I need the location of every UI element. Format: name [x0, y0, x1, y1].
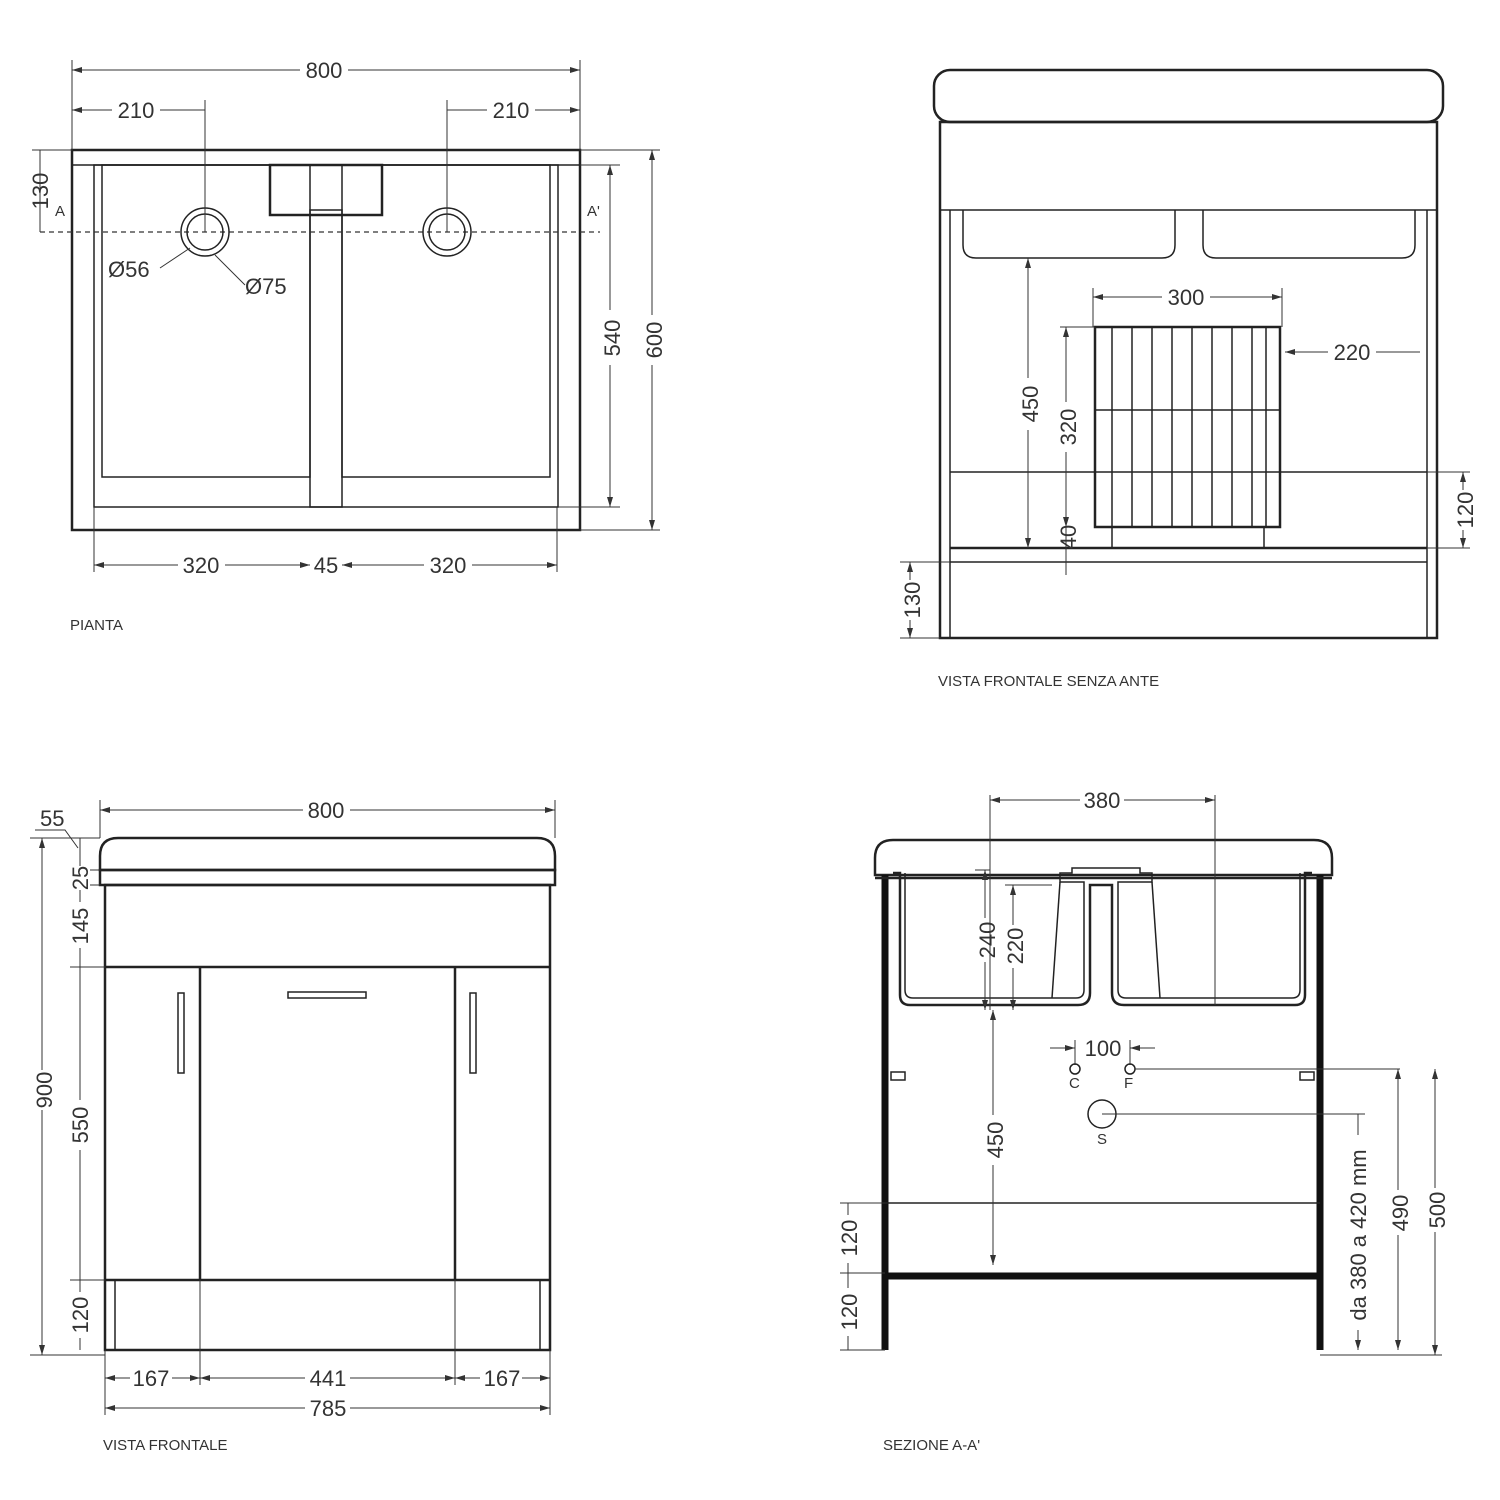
dim-basket-feet: 40 [1056, 525, 1081, 549]
dim-basin-to-bar: 450 [983, 1122, 1008, 1159]
door-handle-right [469, 992, 477, 1074]
door-handle-left [177, 992, 185, 1074]
section-mark-a: A [55, 203, 65, 220]
label-s: S [1097, 1131, 1107, 1148]
caption-section: SEZIONE A-A' [883, 1437, 980, 1454]
dim-body-width: 785 [310, 1396, 347, 1421]
dim-width: 800 [308, 798, 345, 823]
dim-drain-range: da 380 a 420 mm [1346, 1149, 1371, 1320]
dim-width: 800 [306, 58, 343, 83]
caption-front-no-doors: VISTA FRONTALE SENZA ANTE [938, 673, 1159, 690]
dim-under-basin: 450 [1018, 386, 1043, 423]
caption-front: VISTA FRONTALE [103, 1437, 227, 1454]
dim-basin-inner-depth: 220 [1003, 928, 1028, 965]
dim-plinth: 130 [900, 582, 925, 619]
section-mark-a2: A' [587, 203, 600, 220]
dim-tap-spacing: 100 [1085, 1036, 1122, 1061]
dim-basket-width: 300 [1168, 285, 1205, 310]
front-view-no-doors: 300 220 450 320 40 120 130 VISTA FRONTAL… [900, 68, 1478, 690]
dim-basin-outer-depth: 240 [975, 922, 1000, 959]
dim-total-height: 900 [32, 1072, 57, 1109]
diameter-small: Ø56 [108, 257, 150, 282]
plan-view: 800 210 210 130 A A' 540 600 320 45 320 … [28, 58, 667, 634]
dim-door-height: 550 [68, 1107, 93, 1144]
dim-right-basin: 320 [430, 553, 467, 578]
dim-hole-depth: 130 [28, 173, 53, 210]
dim-depth: 600 [642, 322, 667, 359]
dim-top-radius: 55 [40, 806, 64, 831]
dim-left-basin: 320 [183, 553, 220, 578]
dim-leg-height: 120 [837, 1294, 862, 1331]
dim-inner-depth: 540 [600, 320, 625, 357]
caption-plan: PIANTA [70, 617, 123, 634]
dim-drawer-height: 145 [68, 908, 93, 945]
dim-basket-height: 320 [1056, 409, 1081, 446]
diameter-large: Ø75 [245, 274, 287, 299]
dim-divider: 45 [314, 553, 338, 578]
dim-basin-span: 380 [1084, 788, 1121, 813]
cold-water-inlet-icon [1124, 1063, 1136, 1075]
section-view: 380 240 220 100 C F S 450 120 120 da 380… [837, 788, 1450, 1454]
dim-right-door: 167 [484, 1366, 521, 1391]
dim-left-door: 167 [133, 1366, 170, 1391]
dim-top-thickness: 25 [68, 866, 93, 890]
drawer-handle [287, 991, 367, 999]
dim-inlet-height-total: 500 [1425, 1192, 1450, 1229]
dim-plinth: 120 [68, 1297, 93, 1334]
dim-shelf-gap: 120 [837, 1220, 862, 1257]
dim-shelf-height: 120 [1453, 492, 1478, 529]
dim-center-door: 441 [310, 1366, 347, 1391]
label-f: F [1124, 1075, 1133, 1092]
dim-basket-depth: 220 [1334, 340, 1371, 365]
dim-inlet-height: 490 [1388, 1195, 1413, 1232]
hot-water-inlet-icon [1069, 1063, 1081, 1075]
label-c: C [1069, 1075, 1080, 1092]
dim-right-hole: 210 [493, 98, 530, 123]
front-view: 800 55 25 145 900 550 120 167 441 167 78… [30, 798, 557, 1454]
dim-left-hole: 210 [118, 98, 155, 123]
